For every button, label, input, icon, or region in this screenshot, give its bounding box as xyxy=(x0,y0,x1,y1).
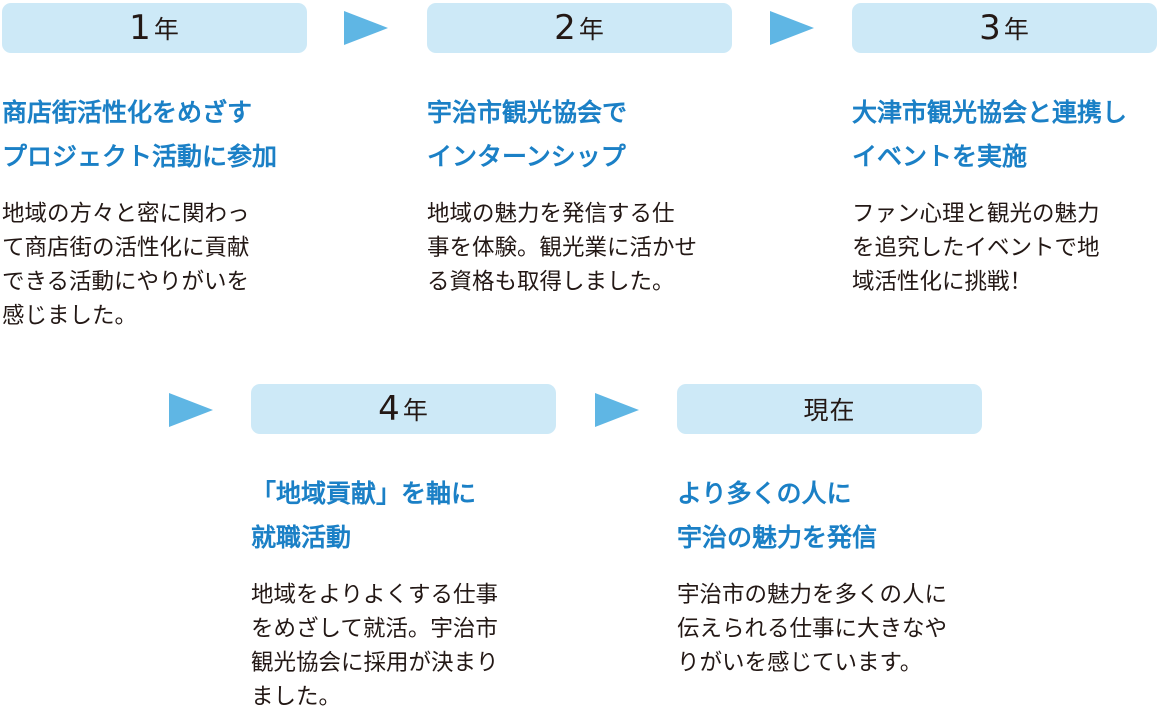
step-description-line: りがいを感じています。 xyxy=(677,650,923,676)
step-description-line: 宇治市の魅力を多くの人に xyxy=(677,582,948,608)
step-word: 現在 xyxy=(803,396,856,425)
step-description-line: できる活動にやりがいを xyxy=(2,269,250,295)
step-heading: 商店街活性化をめざす プロジェクト活動に参加 xyxy=(2,91,307,179)
step-description-line: 感じました。 xyxy=(2,303,138,329)
step-heading: 大津市観光協会と連携し イベントを実施 xyxy=(852,91,1157,179)
step-description-line: ファン心理と観光の魅力 xyxy=(852,201,1100,227)
step-description-line: 伝えられる仕事に大きなや xyxy=(677,616,948,642)
step-number: 4 xyxy=(378,389,401,429)
step-description-line: 地域の方々と密に関わっ xyxy=(2,201,250,227)
step-description-line: 地域をよりよくする仕事 xyxy=(251,582,499,608)
step-description-line: 域活性化に挑戦！ xyxy=(852,269,1033,295)
step-heading: より多くの人に 宇治の魅力を発信 xyxy=(677,472,982,560)
step-number: 1 xyxy=(129,8,152,48)
step-present: 現在 より多くの人に 宇治の魅力を発信 宇治市の魅力を多くの人に 伝えられる仕事… xyxy=(677,384,982,680)
step-description-line: て商店街の活性化に貢献 xyxy=(2,235,250,261)
step-number: 2 xyxy=(554,8,577,48)
step-description-line: ました。 xyxy=(251,684,342,710)
step-heading-line: より多くの人に xyxy=(677,479,852,508)
step-heading-line: 宇治の魅力を発信 xyxy=(677,523,878,552)
step-heading: 「地域貢献」を軸に 就職活動 xyxy=(251,472,556,560)
step-description: 地域をよりよくする仕事 をめざして就活。宇治市 観光協会に採用が決まり ました。 xyxy=(251,578,556,710)
step-heading-line: イベントを実施 xyxy=(852,142,1028,171)
step-heading: 宇治市観光協会で インターンシップ xyxy=(427,91,732,179)
step-heading-line: インターンシップ xyxy=(427,142,626,171)
step-unit: 年 xyxy=(1003,15,1030,44)
step-number: 3 xyxy=(979,8,1002,48)
step-heading-line: プロジェクト活動に参加 xyxy=(2,142,278,171)
step-description-line: 観光協会に採用が決まり xyxy=(251,650,499,676)
step-unit: 年 xyxy=(153,15,180,44)
step-label: 現在 xyxy=(677,384,982,434)
step-heading-line: 宇治市観光協会で xyxy=(427,98,628,127)
arrow-right-icon xyxy=(169,393,213,427)
step-heading-line: 大津市観光協会と連携し xyxy=(852,98,1128,127)
step-heading-line: 就職活動 xyxy=(251,523,352,552)
arrow-right-icon xyxy=(770,11,814,45)
step-description-line: 事を体験。観光業に活かせ xyxy=(427,235,698,261)
arrow-right-icon xyxy=(344,11,388,45)
step-description: ファン心理と観光の魅力 を追究したイベントで地 域活性化に挑戦！ xyxy=(852,197,1157,299)
step-description-line: 地域の魅力を発信する仕 xyxy=(427,201,675,227)
arrow-right-icon xyxy=(595,393,639,427)
step-heading-line: 商店街活性化をめざす xyxy=(2,98,253,127)
step-description: 地域の魅力を発信する仕 事を体験。観光業に活かせ る資格も取得しました。 xyxy=(427,197,732,299)
step-description: 地域の方々と密に関わっ て商店街の活性化に貢献 できる活動にやりがいを 感じまし… xyxy=(2,197,307,333)
step-description-line: る資格も取得しました。 xyxy=(427,269,675,295)
step-unit: 年 xyxy=(578,15,605,44)
step-unit: 年 xyxy=(402,396,429,425)
step-description-line: を追究したイベントで地 xyxy=(852,235,1100,261)
step-description: 宇治市の魅力を多くの人に 伝えられる仕事に大きなや りがいを感じています。 xyxy=(677,578,982,680)
step-heading-line: 「地域貢献」を軸に xyxy=(251,479,477,508)
step-description-line: をめざして就活。宇治市 xyxy=(251,616,498,642)
